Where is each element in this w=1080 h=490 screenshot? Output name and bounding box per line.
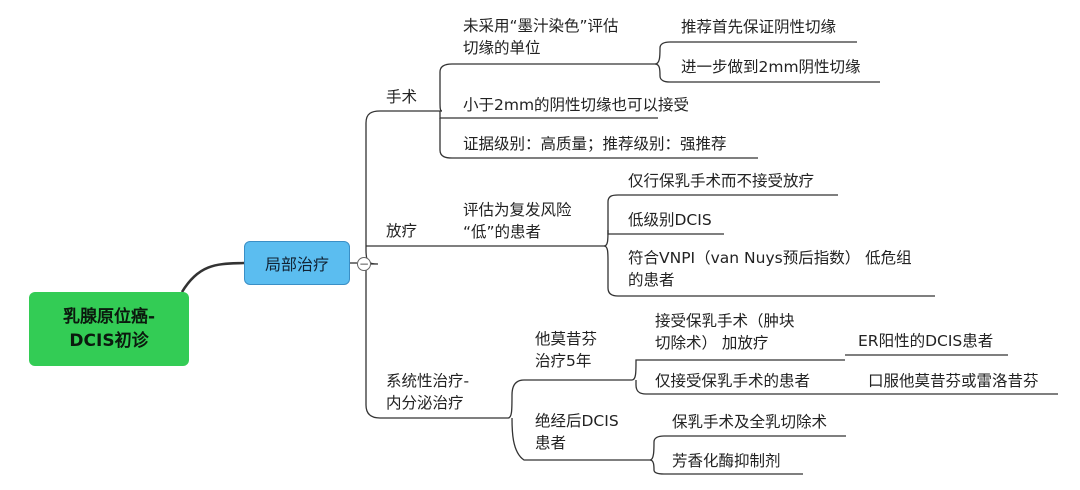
root-node[interactable]: 乳腺原位癌- DCIS初诊 (29, 292, 189, 366)
node-ensure-negative-margin[interactable]: 推荐首先保证阴性切缘 (681, 18, 837, 36)
branch-surgery[interactable]: 手术 (386, 88, 418, 106)
node-bcs-plus-radiation[interactable]: 接受保乳手术（肿块 切除术） 加放疗 (655, 312, 795, 352)
node-vnpi-low-risk[interactable]: 符合VNPI（van Nuys预后指数） 低危组 的患者 (628, 249, 912, 289)
node-2mm-negative-margin[interactable]: 进一步做到2mm阴性切缘 (681, 58, 861, 76)
node-evidence-level[interactable]: 证据级别：高质量；推荐级别：强推荐 (463, 135, 727, 153)
node-under-2mm-acceptable[interactable]: 小于2mm的阴性切缘也可以接受 (463, 96, 690, 114)
node-low-grade-dcis[interactable]: 低级别DCIS (628, 211, 712, 229)
node-bcs-without-radiation[interactable]: 仅行保乳手术而不接受放疗 (628, 172, 815, 190)
collapse-toggle-icon[interactable]: − (357, 257, 371, 271)
root-label: 乳腺原位癌- DCIS初诊 (62, 307, 156, 351)
node-bcs-and-mastectomy[interactable]: 保乳手术及全乳切除术 (672, 413, 828, 431)
main-topic-node[interactable]: 局部治疗 (244, 241, 350, 285)
node-postmenopausal-dcis[interactable]: 绝经后DCIS 患者 (535, 412, 619, 452)
branch-radiotherapy[interactable]: 放疗 (386, 222, 418, 240)
node-er-positive-dcis[interactable]: ER阳性的DCIS患者 (858, 332, 994, 350)
node-oral-tamoxifen-raloxifene[interactable]: 口服他莫昔芬或雷洛昔芬 (868, 372, 1039, 390)
node-aromatase-inhibitor[interactable]: 芳香化酶抑制剂 (672, 452, 781, 470)
node-tamoxifen-5y[interactable]: 他莫昔芬 治疗5年 (535, 330, 598, 370)
main-topic-label: 局部治疗 (264, 255, 329, 274)
node-unstained-unit[interactable]: 未采用“墨汁染色”评估 切缘的单位 (463, 17, 619, 57)
node-low-risk-patients[interactable]: 评估为复发风险 “低”的患者 (463, 201, 572, 241)
branch-systemic-endocrine[interactable]: 系统性治疗- 内分泌治疗 (386, 372, 470, 412)
node-bcs-only[interactable]: 仅接受保乳手术的患者 (655, 372, 811, 390)
